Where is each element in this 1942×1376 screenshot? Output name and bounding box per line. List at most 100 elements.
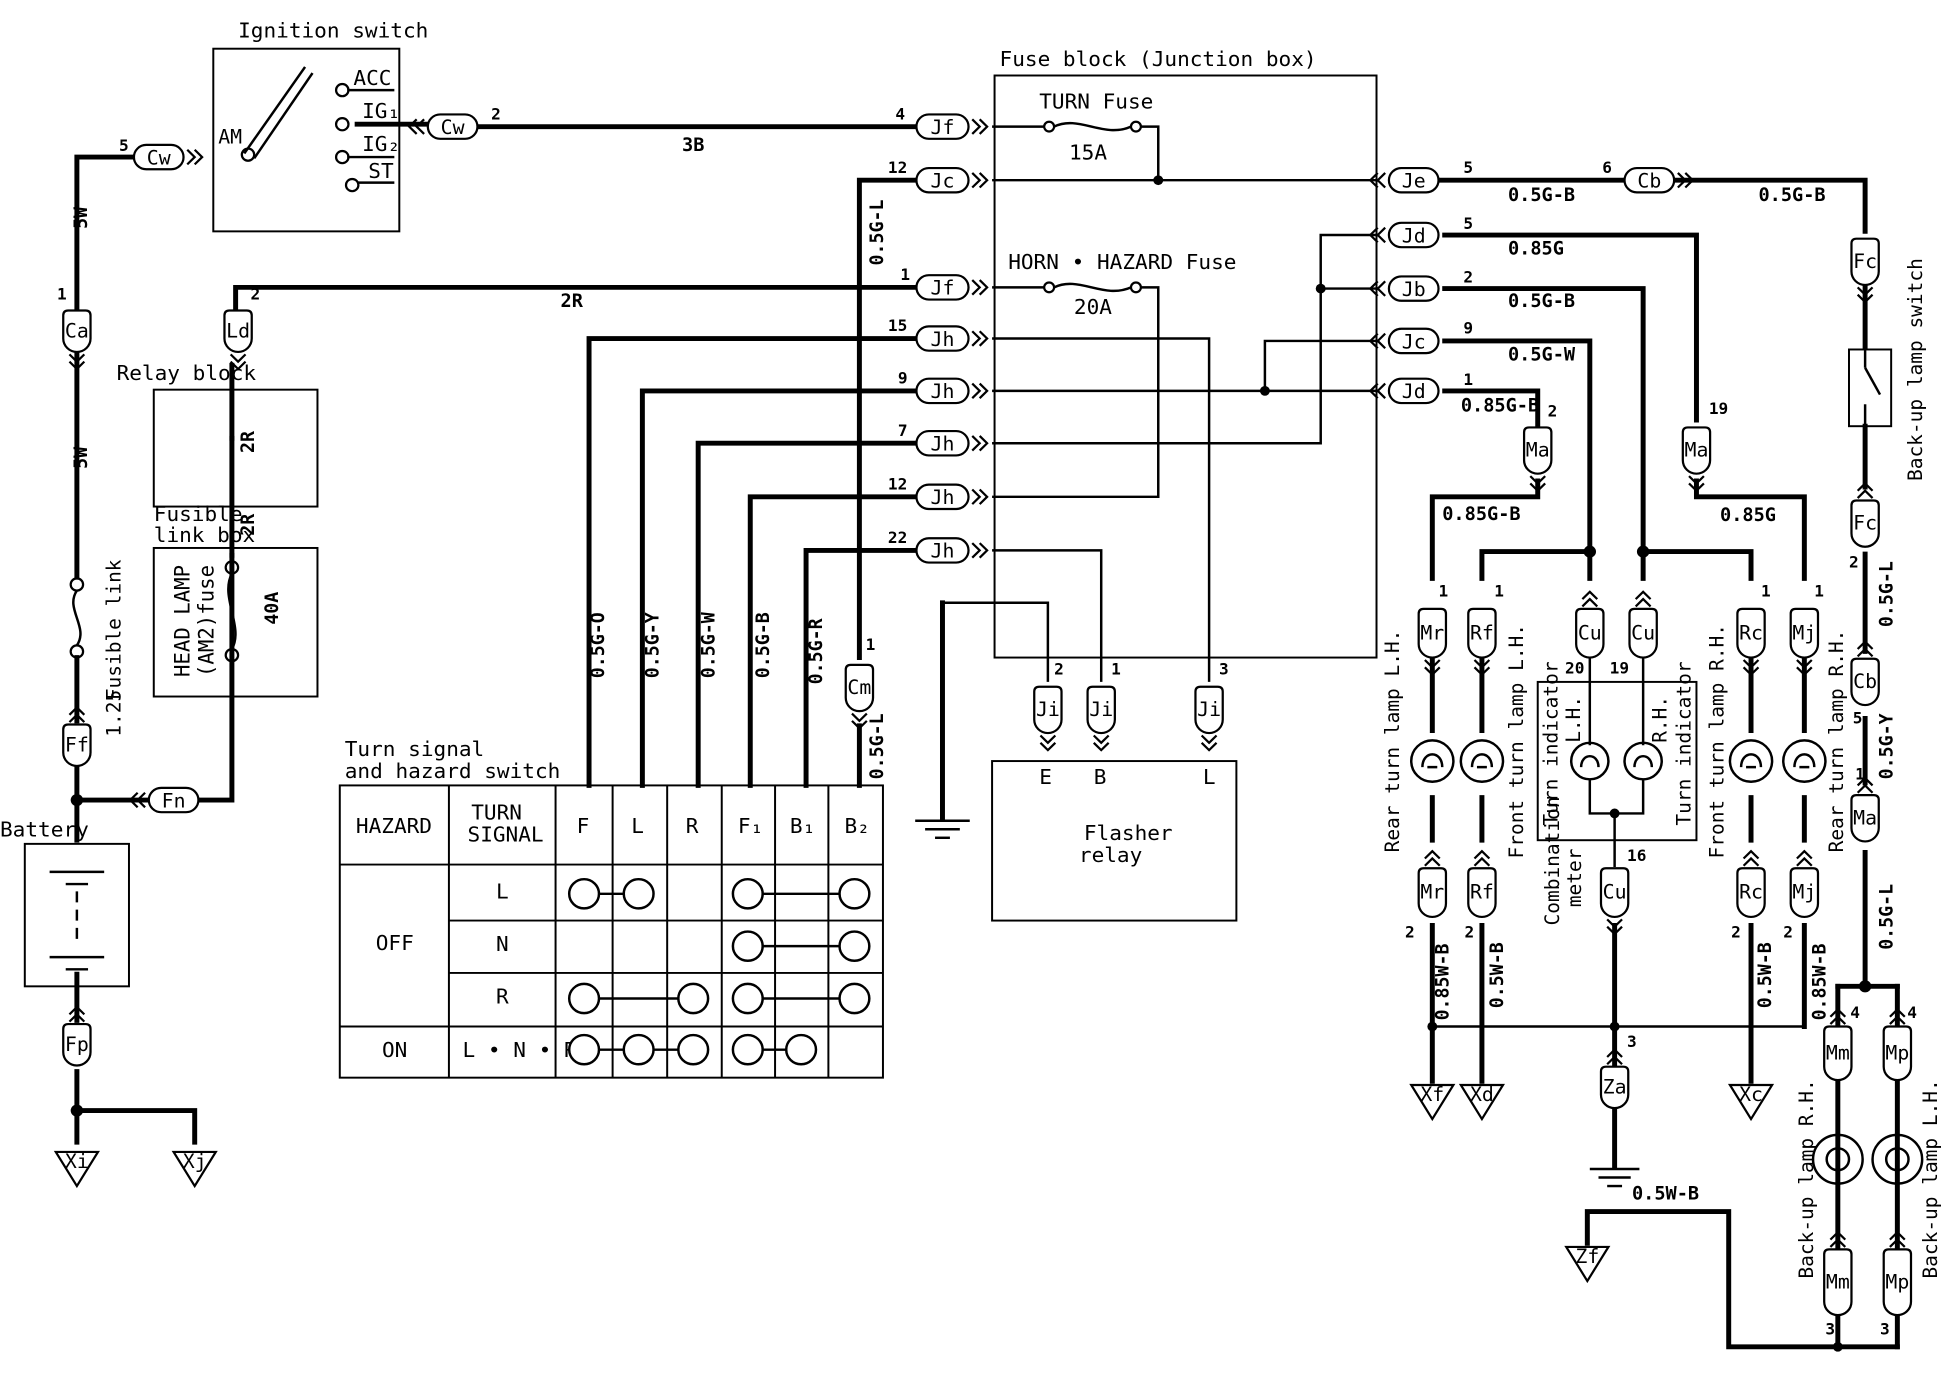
pin-number-jf-mid: 1: [900, 265, 910, 284]
connector-cb-top-label: Cb: [1637, 170, 1661, 193]
connector-ji-3-label: Ji: [1197, 698, 1221, 721]
turn-signal-column-header: TURN: [471, 801, 522, 825]
wire-label-w-05gr: 0.5G-R: [806, 618, 827, 685]
wire-label-w-rear-r: 0.85W-B: [1809, 944, 1830, 1021]
connector-ff: Ff: [62, 705, 92, 768]
connector-cw-left: Cw: [132, 143, 204, 171]
connector-je: Je: [1368, 166, 1440, 194]
connector-ma-19: Ma: [1681, 426, 1712, 493]
connector-cu-16: Cu: [1599, 867, 1630, 936]
connector-jf-top: Jf: [915, 113, 989, 140]
wire-label-w-ma-down: 0.5G-L: [1876, 884, 1897, 950]
connector-cu-r: Cu: [1628, 590, 1658, 659]
wire-label-w-2r: 2R: [561, 291, 584, 312]
fuse-block-label: Fuse block (Junction box): [1000, 47, 1317, 71]
pin-number-mr-top: 1: [1439, 582, 1449, 601]
battery: Battery: [0, 818, 130, 988]
connector-rc-top: Rc: [1736, 607, 1766, 677]
fusible-link-label: Fusible link: [102, 559, 125, 700]
connector-je-label: Je: [1402, 170, 1426, 193]
front-turn-lamp-lh: [1459, 739, 1505, 783]
connector-rf-bot: Rf: [1467, 849, 1497, 919]
pin-number-rf-bot: 2: [1465, 923, 1475, 942]
wire-label-w-front-r: 0.5W-B: [1755, 942, 1776, 1008]
pin-number-jh-7: 7: [898, 421, 908, 440]
connector-cw-right: Cw: [407, 113, 479, 140]
pin-number-jh-12: 12: [888, 475, 907, 494]
hazard-on-label: ON: [382, 1038, 407, 1062]
battery-label: Battery: [0, 818, 89, 842]
connector-jh-15-label: Jh: [931, 328, 955, 351]
pin-number-za: 3: [1627, 1032, 1637, 1051]
connector-rc-bot: Rc: [1736, 849, 1766, 919]
turn-signal-column-header-2: SIGNAL: [468, 823, 544, 847]
front-turn-lamp-rh: [1728, 739, 1774, 783]
connector-zf-label: Zf: [1575, 1245, 1599, 1268]
back-up-lamp-rh-label: Back-up lamp R.H.: [1795, 1079, 1818, 1278]
col-f1-header: F₁: [738, 814, 763, 838]
st-label: ST: [368, 159, 394, 183]
turn-fuse-rating: 15A: [1069, 141, 1107, 165]
pin-number-jf-top: 4: [895, 104, 905, 123]
connector-cb-bot-label: Cb: [1853, 670, 1877, 693]
rear-turn-lamp-rh: [1782, 739, 1827, 783]
connector-xi: Xi: [53, 1150, 100, 1189]
connector-cm: Cm: [844, 663, 875, 730]
ground-symbol-za: [1589, 1167, 1640, 1188]
row-lnr-label: L • N • R: [463, 1038, 578, 1062]
connector-jh-7-label: Jh: [931, 433, 955, 456]
pin-number-rc-bot: 2: [1731, 923, 1741, 942]
flasher-relay-label: Flasher: [1084, 821, 1173, 845]
wire-label-w-05gy: 0.5G-Y: [642, 611, 663, 678]
connector-jf-top-label: Jf: [931, 116, 955, 139]
head-lamp-fuse-label: HEAD LAMP: [171, 565, 195, 677]
pin-number-jc-left: 12: [888, 158, 907, 177]
col-b1-header: B₁: [790, 814, 815, 838]
wire-label-w-2r-v1: 2R: [238, 430, 259, 453]
connector-cw-left-label: Cw: [147, 147, 171, 170]
relay-block: Relay block: [117, 361, 319, 508]
connector-jd-5-label: Jd: [1402, 224, 1426, 247]
connector-jh-22: Jh: [915, 537, 989, 564]
pin-number-jb: 2: [1463, 268, 1473, 287]
pin-number-ma-right: 1: [1855, 764, 1865, 783]
connector-cb-bot: Cb: [1850, 640, 1880, 707]
connector-mp-bot: Mp: [1882, 1230, 1913, 1317]
connector-ca-label: Ca: [65, 319, 89, 342]
turn-indicator-lh-side: L.H.: [1562, 696, 1585, 743]
back-up-lamp-rh: [1811, 1133, 1864, 1185]
pin-number-ld: 2: [251, 285, 261, 304]
connector-rc-bot-label: Rc: [1739, 881, 1763, 904]
flasher-terminal-e: E: [1039, 765, 1052, 789]
connector-jh-7: Jh: [915, 429, 989, 457]
connector-fp: Fp: [62, 1005, 92, 1067]
connector-ma-2: Ma: [1522, 426, 1553, 493]
flasher-relay-label-2: relay: [1079, 843, 1142, 867]
wire-label-w-jc: 0.5G-W: [1508, 345, 1576, 366]
connector-jb-label: Jb: [1402, 278, 1426, 301]
pin-number-mm-bot: 3: [1825, 1320, 1835, 1339]
wire-label-w-3b: 3B: [682, 135, 704, 156]
fusible-link-box-label-2: link box: [154, 523, 255, 547]
connector-ji-3: Ji: [1194, 685, 1224, 752]
wire-label-w-5w-top: 5W: [71, 206, 92, 229]
turn-switch-label-2: and hazard switch: [345, 759, 561, 783]
back-up-lamp-switch: Back-up lamp switch: [1848, 258, 1927, 481]
connector-xc-label: Xc: [1739, 1083, 1763, 1106]
connector-ma-right-label: Ma: [1853, 807, 1877, 830]
turn-hazard-switch-table: Turn signal and hazard switch HAZARD TUR…: [338, 737, 884, 1079]
ground-symbol: [915, 819, 970, 839]
connector-rc-top-label: Rc: [1739, 621, 1763, 644]
hazard-column-header: HAZARD: [356, 814, 432, 838]
connector-mm-bot-label: Mm: [1826, 1270, 1850, 1293]
horn-hazard-fuse-label: HORN • HAZARD Fuse: [1008, 250, 1236, 274]
connector-jf-mid-label: Jf: [931, 277, 955, 300]
connector-ji-1-label: Ji: [1089, 698, 1113, 721]
row-n-label: N: [496, 932, 509, 956]
wire-label-w-05gw: 0.5G-W: [698, 611, 719, 678]
wire-label-w-ma-r: 0.85G: [1720, 505, 1776, 526]
hazard-off-label: OFF: [376, 931, 414, 955]
connector-fn: Fn: [128, 786, 200, 814]
connector-mm-top-label: Mm: [1826, 1042, 1850, 1065]
